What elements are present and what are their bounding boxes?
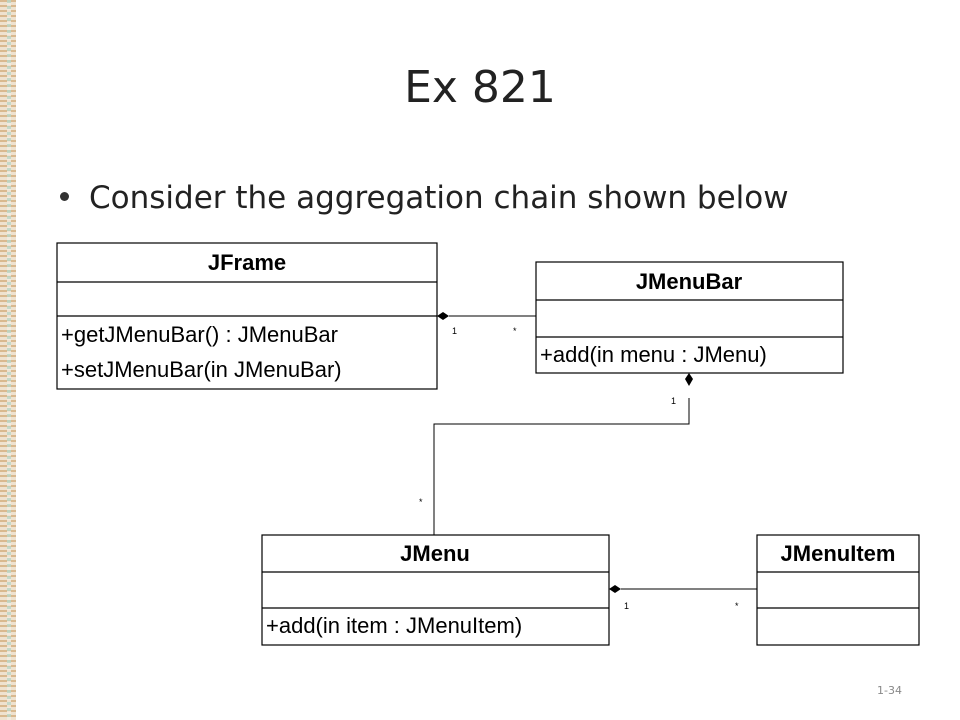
aggregation-diamond-menubar	[685, 373, 693, 386]
bullet-text: Consider the aggregation chain shown bel…	[89, 180, 789, 216]
page-number: 1-34	[877, 684, 902, 697]
operation: +add(in menu : JMenu)	[540, 342, 767, 367]
multiplicity-frame-part: *	[513, 326, 517, 336]
class-jmenu: JMenu +add(in item : JMenuItem)	[261, 534, 610, 646]
class-jframe: JFrame +getJMenuBar() : JMenuBar +setJMe…	[56, 242, 438, 390]
multiplicity-menubar-part: *	[419, 497, 423, 507]
bullet-item: Consider the aggregation chain shown bel…	[60, 180, 789, 216]
multiplicity-menu-whole: 1	[624, 601, 629, 611]
multiplicity-menubar-whole: 1	[671, 396, 676, 406]
aggregation-diamond-menu	[609, 585, 621, 593]
class-name: JMenuBar	[636, 269, 743, 294]
operation: +getJMenuBar() : JMenuBar	[61, 322, 338, 347]
operation: +add(in item : JMenuItem)	[266, 613, 522, 638]
class-name: JMenuItem	[781, 541, 896, 566]
operation: +setJMenuBar(in JMenuBar)	[61, 357, 342, 382]
bullet-icon	[60, 192, 69, 201]
connector-menubar-menu	[433, 398, 690, 535]
class-jmenuitem: JMenuItem	[756, 534, 920, 646]
slide-title: Ex 821	[404, 62, 556, 113]
decorative-edge-strip	[0, 0, 16, 720]
class-name: JFrame	[208, 250, 286, 275]
aggregation-diamond-frame	[437, 312, 449, 320]
multiplicity-menu-part: *	[735, 601, 739, 611]
class-jmenubar: JMenuBar +add(in menu : JMenu)	[535, 261, 844, 374]
class-name: JMenu	[400, 541, 470, 566]
multiplicity-frame-whole: 1	[452, 326, 457, 336]
